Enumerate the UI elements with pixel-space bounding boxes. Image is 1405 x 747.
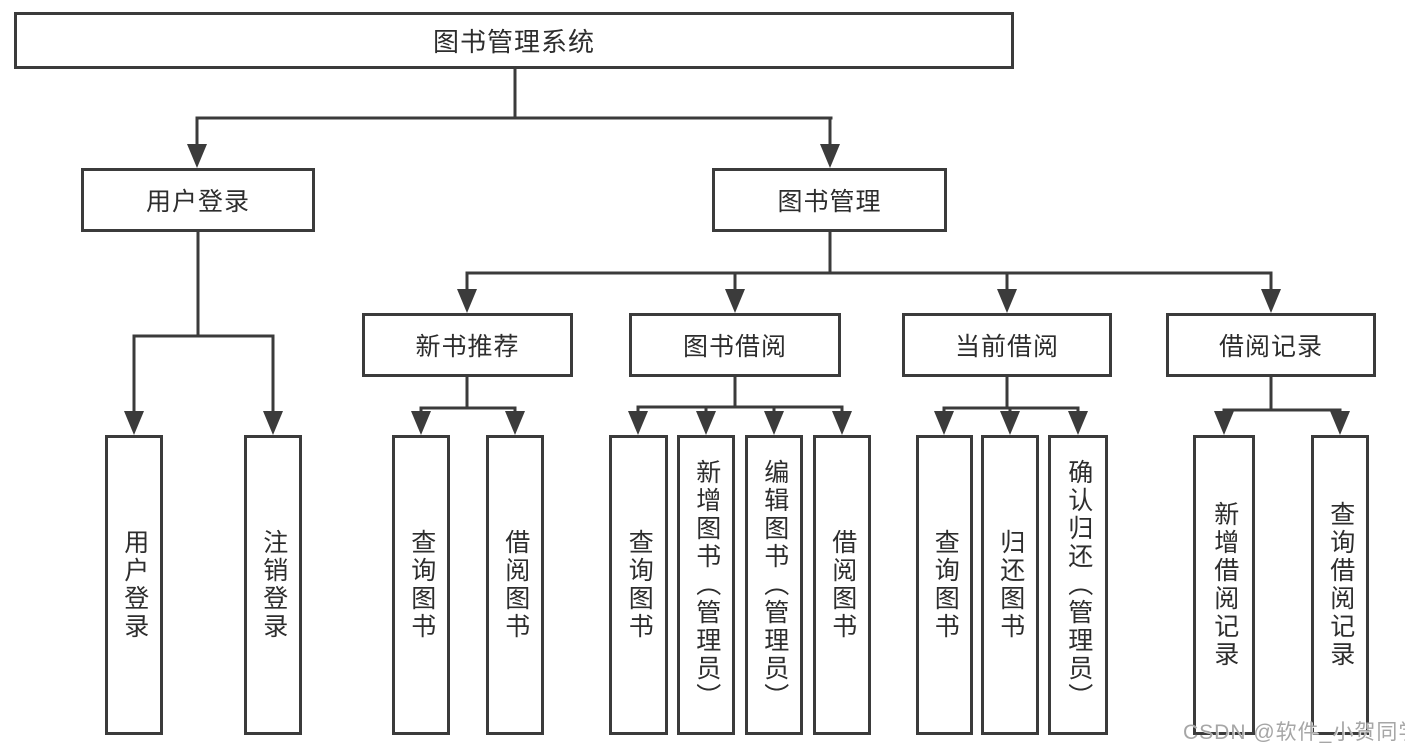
leaf-label: 新增图书（管理员） xyxy=(692,459,721,711)
leaf-label: 查询图书 xyxy=(931,529,960,641)
leaf-borrow-book: 借阅图书 xyxy=(813,435,871,735)
leaf-label: 确认归还（管理员） xyxy=(1064,459,1093,711)
leaf-label: 借阅图书 xyxy=(828,529,857,641)
leaf-label: 编辑图书（管理员） xyxy=(760,459,789,711)
csdn-watermark: CSDN @软件_小贺同学 xyxy=(1183,721,1405,744)
leaf-logout: 注销登录 xyxy=(244,435,302,735)
leaf-label: 注销登录 xyxy=(259,529,288,641)
leaf-label: 查询图书 xyxy=(625,529,654,641)
leaf-label: 查询图书 xyxy=(407,529,436,641)
leaf-edit-book-admin: 编辑图书（管理员） xyxy=(745,435,803,735)
leaf-query-book: 查询图书 xyxy=(392,435,450,735)
leaf-query-book: 查询图书 xyxy=(609,435,668,735)
leaf-query-borrow-record: 查询借阅记录 xyxy=(1311,435,1369,735)
leaf-label: 归还图书 xyxy=(996,529,1025,641)
node-new-book-recommend: 新书推荐 xyxy=(362,313,573,377)
node-user-login: 用户登录 xyxy=(81,168,315,232)
node-book-management: 图书管理 xyxy=(712,168,947,232)
node-library-management-system: 图书管理系统 xyxy=(14,12,1014,69)
leaf-label: 借阅图书 xyxy=(501,529,530,641)
leaf-label: 新增借阅记录 xyxy=(1210,501,1239,669)
leaf-return-book: 归还图书 xyxy=(981,435,1039,735)
leaf-borrow-book: 借阅图书 xyxy=(486,435,544,735)
leaf-query-book: 查询图书 xyxy=(916,435,973,735)
node-borrow-records: 借阅记录 xyxy=(1166,313,1376,377)
leaf-add-book-admin: 新增图书（管理员） xyxy=(677,435,735,735)
node-book-borrow: 图书借阅 xyxy=(629,313,841,377)
node-current-borrow: 当前借阅 xyxy=(902,313,1112,377)
leaf-label: 用户登录 xyxy=(120,529,149,641)
leaf-user-login: 用户登录 xyxy=(105,435,163,735)
leaf-add-borrow-record: 新增借阅记录 xyxy=(1193,435,1255,735)
leaf-confirm-return-admin: 确认归还（管理员） xyxy=(1048,435,1108,735)
leaf-label: 查询借阅记录 xyxy=(1326,501,1355,669)
